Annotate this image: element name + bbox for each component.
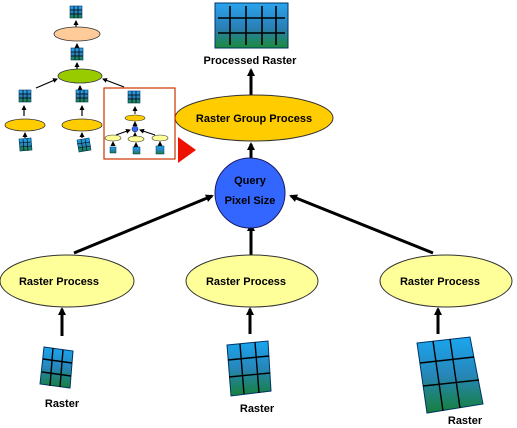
pointer-arrow-icon bbox=[178, 137, 196, 163]
raster-icon-1 bbox=[39, 346, 74, 389]
mini-top-node bbox=[53, 26, 101, 42]
processed-raster-label: Processed Raster bbox=[204, 55, 298, 67]
raster-process-label-2: Raster Process bbox=[206, 276, 286, 288]
highlight-box bbox=[103, 87, 176, 160]
mini-raster-boxed bbox=[127, 90, 141, 104]
mini-overview-diagram bbox=[4, 5, 176, 160]
raster-process-node-3 bbox=[379, 254, 513, 308]
raster-process-label-1: Raster Process bbox=[19, 276, 99, 288]
mini-raster-left bbox=[18, 89, 32, 103]
raster-process-node-1 bbox=[0, 254, 135, 308]
main-connectors bbox=[58, 68, 442, 336]
mini-left-process-node bbox=[4, 118, 46, 132]
mini-raster-left-input bbox=[18, 137, 33, 152]
query-label: Query bbox=[234, 175, 267, 187]
arrow-process3-to-query bbox=[289, 194, 434, 255]
pixel-size-label: Pixel Size bbox=[225, 195, 276, 207]
raster-label-3: Raster bbox=[448, 415, 483, 427]
raster-process-label-3: Raster Process bbox=[400, 276, 480, 288]
raster-label-2: Raster bbox=[240, 403, 275, 415]
arrow-process1-to-query bbox=[73, 194, 214, 255]
mini-raster-mid bbox=[70, 47, 84, 61]
raster-process-node-2 bbox=[185, 254, 319, 308]
mini-mid-node bbox=[57, 68, 103, 84]
query-pixel-size-node bbox=[214, 157, 286, 229]
raster-label-1: Raster bbox=[45, 398, 80, 410]
processed-raster-icon bbox=[214, 2, 289, 49]
raster-icon-3 bbox=[416, 336, 484, 414]
mini-center-process-node bbox=[61, 118, 103, 132]
mini-raster-center-input bbox=[76, 137, 92, 153]
raster-group-process-label: Raster Group Process bbox=[196, 113, 312, 125]
raster-icon-2 bbox=[226, 340, 272, 397]
mini-raster-center bbox=[75, 89, 89, 103]
mini-raster-top bbox=[69, 5, 83, 19]
